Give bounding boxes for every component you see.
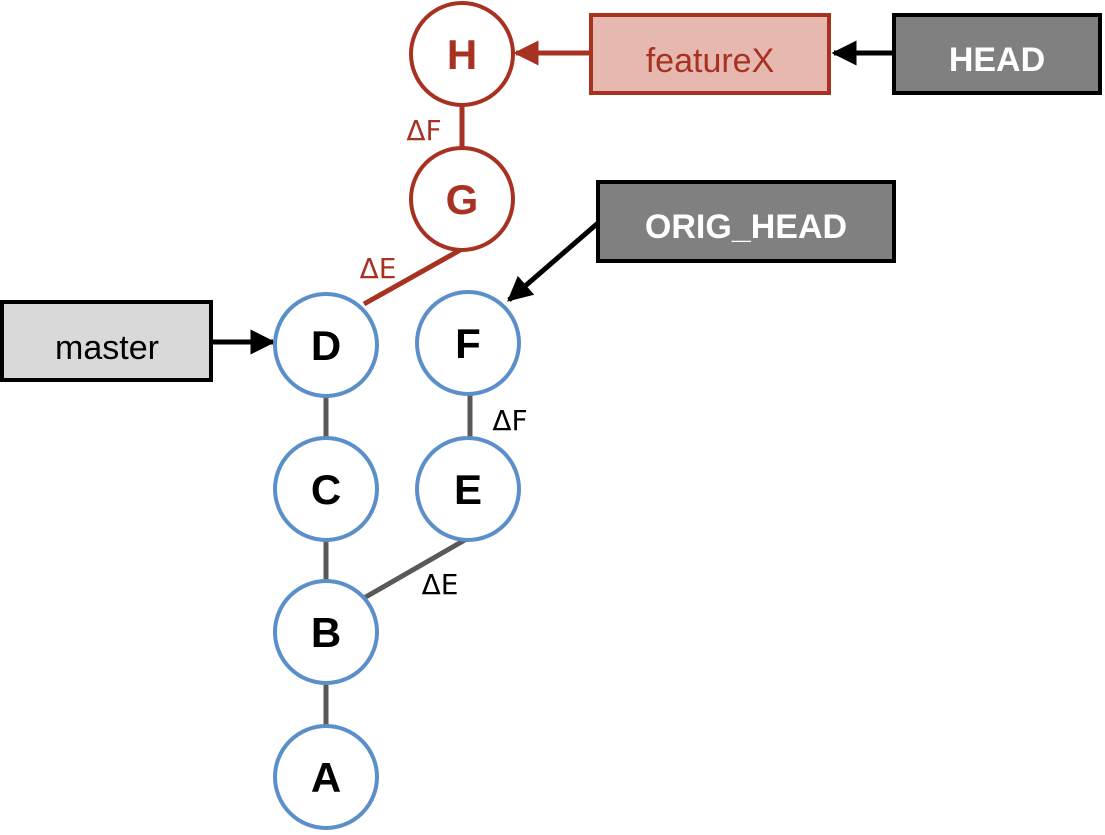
delta-e-rebased: ΔE bbox=[360, 252, 397, 285]
commit-e-label: E bbox=[454, 466, 482, 513]
commit-a-label: A bbox=[311, 754, 341, 801]
ref-master: master bbox=[0, 300, 213, 382]
commit-g: G bbox=[409, 146, 515, 252]
ref-master-label: master bbox=[55, 329, 159, 367]
ref-head: HEAD bbox=[892, 13, 1102, 95]
commit-f-label: F bbox=[455, 320, 481, 367]
ref-head-label: HEAD bbox=[949, 41, 1045, 79]
commit-d-label: D bbox=[311, 322, 341, 369]
ref-featurex: featureX bbox=[589, 13, 831, 95]
commit-b-label: B bbox=[311, 609, 341, 656]
ref-featurex-label: featureX bbox=[646, 42, 775, 80]
commit-g-label: G bbox=[446, 176, 479, 223]
ref-orig-head-label: ORIG_HEAD bbox=[645, 208, 847, 246]
edge-b-e bbox=[362, 534, 472, 601]
edge-d-g bbox=[362, 246, 464, 307]
commit-e: E bbox=[415, 436, 521, 542]
commit-b: B bbox=[273, 579, 379, 685]
commit-c: C bbox=[273, 436, 379, 542]
commit-c-label: C bbox=[311, 466, 341, 513]
commit-h: H bbox=[409, 1, 515, 107]
commit-a: A bbox=[273, 724, 379, 830]
commit-f: F bbox=[415, 290, 521, 396]
commit-h-label: H bbox=[447, 31, 477, 78]
ref-orig-head: ORIG_HEAD bbox=[596, 180, 896, 263]
arrow-orighead-to-f bbox=[507, 221, 600, 302]
commit-d: D bbox=[273, 292, 379, 398]
delta-f-original: ΔF bbox=[492, 404, 527, 437]
delta-f-rebased: ΔF bbox=[406, 114, 441, 147]
delta-e-original: ΔE bbox=[422, 568, 459, 601]
